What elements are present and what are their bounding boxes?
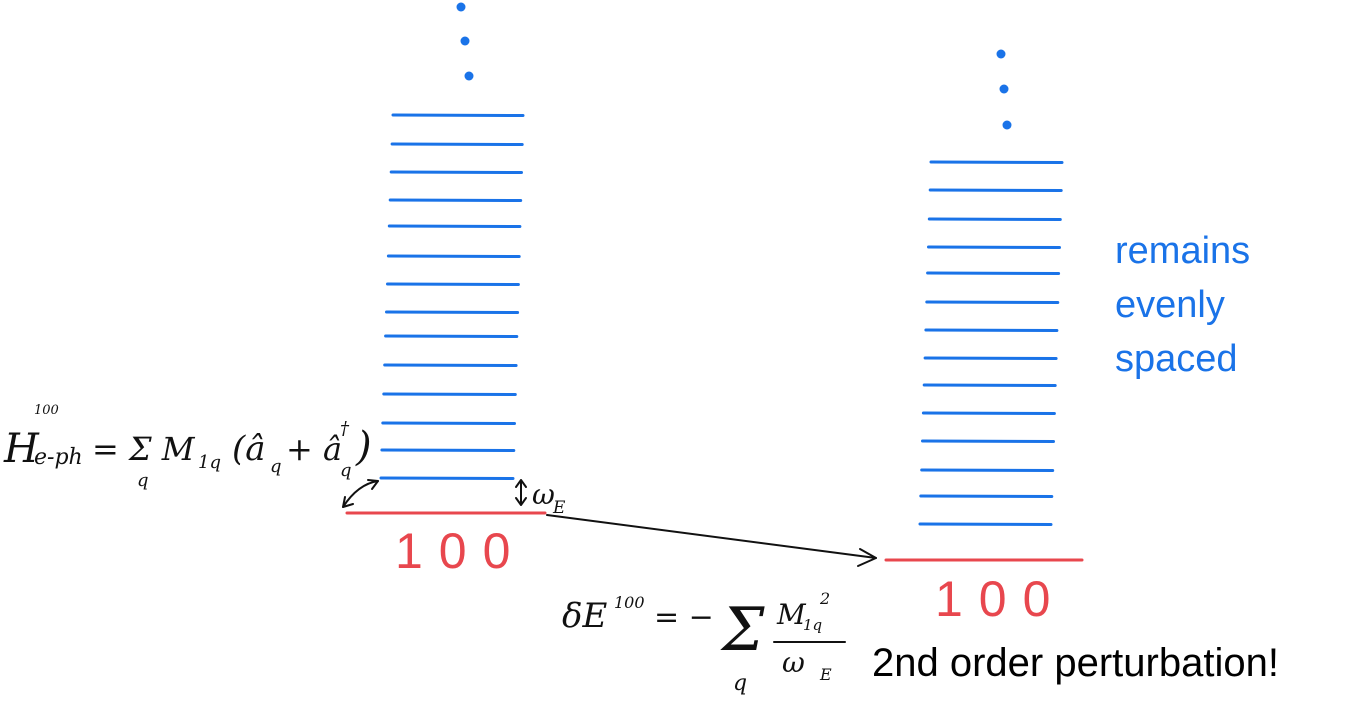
hamiltonian-expression: H 100 e-ph = Σ M 1q q (â q + â † q ) bbox=[3, 403, 372, 491]
right-ladder-continuation-dots bbox=[996, 49, 1012, 130]
energy-level-line bbox=[379, 476, 515, 480]
energy-shift-denominator: ω bbox=[782, 646, 805, 679]
energy-shift-equals: = − bbox=[654, 600, 714, 635]
spacing-note: remains evenly spaced bbox=[1115, 230, 1250, 380]
energy-level-line bbox=[387, 224, 522, 228]
hamiltonian-symbol: H bbox=[3, 426, 40, 472]
spacing-note-line-1: remains bbox=[1115, 230, 1250, 272]
energy-level-line bbox=[928, 188, 1063, 192]
energy-level-line bbox=[386, 254, 521, 258]
energy-level-line bbox=[921, 439, 1055, 443]
spacing-marker: ω E bbox=[515, 478, 566, 518]
energy-shift-numerator: M bbox=[776, 598, 807, 631]
energy-level-line bbox=[927, 217, 1062, 221]
hamiltonian-bracket-close: ) bbox=[355, 424, 372, 470]
left-ladder-continuation-dots bbox=[456, 2, 474, 81]
hamiltonian-subscript: e-ph bbox=[34, 445, 83, 470]
energy-level-line bbox=[380, 448, 516, 452]
energy-level-line bbox=[926, 271, 1061, 275]
energy-level-line bbox=[388, 198, 523, 202]
energy-level-line bbox=[929, 160, 1064, 164]
energy-level-line bbox=[921, 411, 1056, 415]
continuation-dot bbox=[456, 2, 466, 12]
energy-level-line bbox=[919, 494, 1054, 498]
left-ground-label: 100 bbox=[395, 523, 526, 579]
energy-level-line bbox=[927, 245, 1061, 249]
hamiltonian-superscript: 100 bbox=[34, 403, 59, 418]
hamiltonian-op2-subscript: q bbox=[340, 460, 352, 481]
spacing-subscript: E bbox=[552, 498, 566, 518]
energy-shift-lhs: δE bbox=[562, 596, 607, 636]
right-ground-label: 100 bbox=[935, 571, 1066, 627]
left-ladder-levels bbox=[379, 113, 525, 480]
energy-level-line bbox=[390, 142, 524, 146]
continuation-dot bbox=[464, 71, 474, 81]
hamiltonian-sum-index: q bbox=[137, 470, 149, 491]
energy-shift-numerator-superscript: 2 bbox=[819, 589, 830, 608]
hamiltonian-rhs: = Σ M bbox=[92, 430, 196, 468]
energy-shift-numerator-subscript: 1q bbox=[803, 616, 822, 634]
energy-level-line bbox=[383, 363, 518, 367]
energy-level-line bbox=[924, 328, 1059, 332]
continuation-dot bbox=[996, 49, 1006, 59]
hamiltonian-dagger: † bbox=[340, 418, 350, 439]
spacing-note-line-3: spaced bbox=[1115, 338, 1238, 380]
energy-level-line bbox=[385, 310, 520, 314]
continuation-dot bbox=[999, 84, 1009, 94]
energy-level-line bbox=[920, 468, 1055, 472]
perturbation-caption: 2nd order perturbation! bbox=[872, 641, 1279, 685]
energy-shift-lhs-superscript: 100 bbox=[614, 593, 645, 612]
energy-level-line bbox=[918, 522, 1053, 526]
continuation-dot bbox=[460, 36, 470, 46]
hamiltonian-op-subscript: q bbox=[270, 456, 282, 477]
continuation-dot bbox=[1002, 120, 1012, 130]
energy-shift-formula: δE 100 = − Σ q M 1q 2 ω E bbox=[562, 589, 846, 696]
energy-level-line bbox=[386, 282, 520, 286]
energy-shift-sum-index: q bbox=[733, 671, 747, 696]
energy-level-line bbox=[384, 334, 519, 338]
coupling-arrow bbox=[342, 479, 379, 508]
spacing-symbol: ω bbox=[532, 478, 555, 511]
energy-shift-sum: Σ bbox=[720, 595, 765, 665]
energy-level-line bbox=[381, 421, 516, 425]
energy-shift-denominator-subscript: E bbox=[819, 665, 832, 684]
transition-arrow bbox=[546, 514, 877, 567]
hamiltonian-plus: + â bbox=[286, 430, 342, 468]
energy-level-line bbox=[389, 170, 523, 174]
spacing-note-line-2: evenly bbox=[1115, 284, 1225, 326]
right-ladder-levels bbox=[918, 160, 1064, 526]
energy-level-line bbox=[391, 113, 525, 117]
energy-level-line bbox=[925, 300, 1060, 304]
energy-level-line bbox=[922, 383, 1057, 387]
hamiltonian-rhs-subscript: 1q bbox=[198, 452, 221, 473]
hamiltonian-bracket-open: (â bbox=[232, 429, 266, 469]
energy-level-line bbox=[923, 356, 1058, 360]
energy-level-line bbox=[382, 392, 517, 396]
